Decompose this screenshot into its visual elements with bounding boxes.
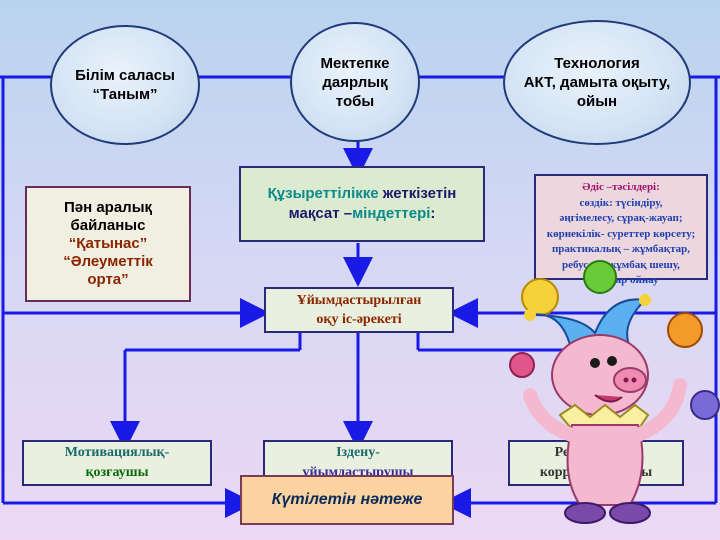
piglet-snout xyxy=(613,367,647,393)
piglet-shoe xyxy=(609,502,651,524)
competency-part2: жеткізетін xyxy=(382,185,457,202)
methods-line: әңгімелесу, сұрақ-жауап; xyxy=(559,212,683,224)
piglet-shoe xyxy=(564,502,606,524)
methods-title: Әдіс –тәсілдері: xyxy=(582,181,660,193)
interdisciplinary-line5: орта” xyxy=(87,271,129,288)
piglet-body xyxy=(566,424,644,506)
methods-line: сөздік: түсіндіру, xyxy=(579,196,663,209)
competency-part1: Құзыреттілікке xyxy=(267,185,383,202)
juggling-ball xyxy=(667,312,703,348)
juggling-ball xyxy=(690,390,720,420)
node-motivation-stage: Мотивациялық- қозғаушы xyxy=(22,440,212,486)
jester-hat xyxy=(529,298,648,349)
school-group-line2: даярлық xyxy=(322,73,388,91)
technology-line1: Технология xyxy=(554,55,640,72)
competency-part3: мақсат – xyxy=(288,205,353,222)
school-group-line3: тобы xyxy=(335,92,375,110)
result-label: Күтілетін нәтеже xyxy=(271,491,423,508)
technology-line3: ойын xyxy=(576,93,618,110)
methods-line: көрнекілік- суреттер көрсету; xyxy=(546,227,696,240)
knowledge-line2: “Таным” xyxy=(92,86,158,103)
interdisciplinary-line4: “Әлеуметтік xyxy=(63,253,153,270)
node-knowledge-area: Білім саласы “Таным” xyxy=(50,25,200,145)
organized-line1: Ұйымдастырылған xyxy=(296,293,422,308)
organized-line2: оқу іс-әрекеті xyxy=(316,312,402,327)
node-methods: Әдіс –тәсілдері: сөздік: түсіндіру, әңгі… xyxy=(534,174,708,286)
interdisciplinary-line3: “Қатынас” xyxy=(68,235,148,252)
juggling-piglet-illustration xyxy=(509,260,720,524)
node-organized-activity: Ұйымдастырылған оқу іс-әрекеті xyxy=(264,287,454,333)
node-interdisciplinary: Пән аралық байланыс “Қатынас” “Әлеуметті… xyxy=(25,186,191,302)
motivation-line1: Мотивациялық- xyxy=(64,445,170,460)
node-competency-goal: Құзыреттілікке жеткізетін мақсат –міндет… xyxy=(239,166,485,242)
node-school-group: Мектепке даярлық тобы xyxy=(290,22,420,142)
competency-part4: міндеттері xyxy=(352,205,431,222)
juggling-ball xyxy=(583,260,617,294)
interdisciplinary-line1: Пән аралық xyxy=(63,199,153,216)
school-group-line1: Мектепке xyxy=(320,54,390,72)
jester-collar xyxy=(558,403,650,428)
node-expected-result: Күтілетін нәтеже xyxy=(240,475,454,525)
node-technology: Технология АКТ, дамыта оқыту, ойын xyxy=(503,20,691,145)
juggling-ball xyxy=(509,352,535,378)
motivation-line2: қозғаушы xyxy=(85,465,149,480)
technology-line2: АКТ, дамыта оқыту, xyxy=(523,74,671,91)
competency-part5: : xyxy=(430,205,436,222)
methods-line: практикалық – жұмбақтар, xyxy=(551,243,691,255)
knowledge-line1: Білім саласы xyxy=(75,67,175,84)
interdisciplinary-line2: байланыс xyxy=(70,217,146,234)
search-line1: Іздену- xyxy=(336,445,380,460)
